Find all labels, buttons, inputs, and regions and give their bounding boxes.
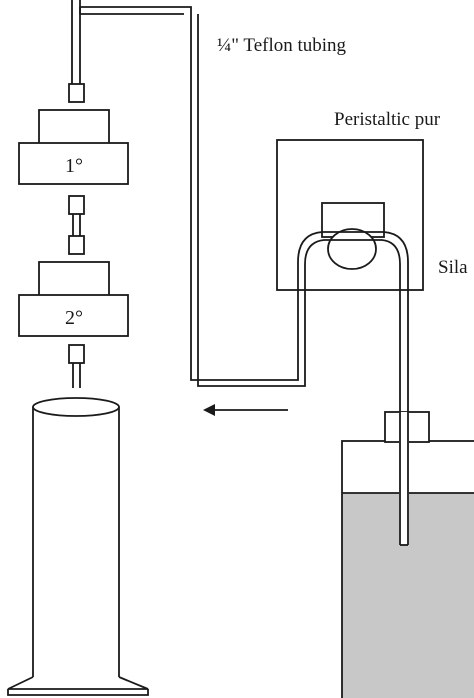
stage-secondary-label: 2° xyxy=(65,307,83,329)
peristaltic-pump xyxy=(276,139,424,546)
connector-bottom xyxy=(68,344,85,364)
filter-body-secondary xyxy=(18,294,129,337)
stage-primary-label: 1° xyxy=(65,155,83,177)
collection-cylinder xyxy=(7,397,149,696)
filter-body-primary xyxy=(18,142,129,185)
filter-stage-secondary: 2° xyxy=(18,261,129,388)
flow-direction-arrow xyxy=(203,404,288,416)
filter-cap-secondary xyxy=(38,261,110,297)
teflon-tubing-label: ¼" Teflon tubing xyxy=(217,35,347,56)
pump-rotor xyxy=(327,228,377,270)
filter-cap-primary xyxy=(38,109,110,145)
silastic-tubing-label: Sila xyxy=(438,257,468,278)
connector-top xyxy=(68,83,85,103)
liquid-reservoir xyxy=(341,411,474,698)
filter-stage-primary: 1° xyxy=(18,83,129,185)
inter-stage-connectors xyxy=(68,195,85,255)
peristaltic-pump-label: Peristaltic pur xyxy=(334,109,441,130)
teflon-tubing xyxy=(71,0,306,387)
